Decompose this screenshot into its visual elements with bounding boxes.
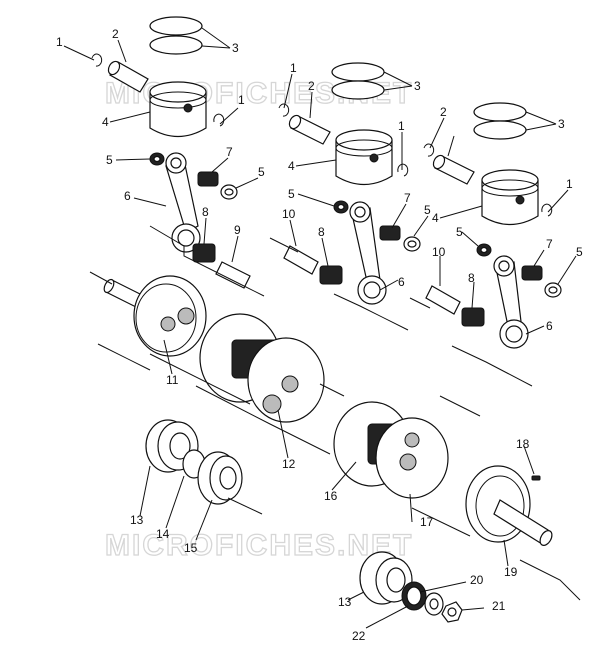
bearing-set-lower-right <box>359 551 463 623</box>
callout-labels: 1 2 3 1 4 1 2 3 1 4 2 3 1 4 5 7 5 6 8 9 … <box>56 27 583 643</box>
callout-10: 10 <box>282 207 296 221</box>
callout-3: 3 <box>414 79 421 93</box>
callout-4: 4 <box>432 211 439 225</box>
callout-6: 6 <box>546 319 553 333</box>
callout-1: 1 <box>290 61 297 75</box>
callout-12: 12 <box>282 457 296 471</box>
callout-2: 2 <box>440 105 447 119</box>
crankshaft-assembly <box>103 275 553 546</box>
piston-assembly-middle <box>278 62 421 305</box>
piston-assembly-right <box>423 102 562 349</box>
callout-8: 8 <box>202 205 209 219</box>
callout-10: 10 <box>432 245 446 259</box>
callout-16: 16 <box>324 489 338 503</box>
callout-2: 2 <box>112 27 119 41</box>
callout-7: 7 <box>226 145 233 159</box>
callout-17: 17 <box>420 515 434 529</box>
callout-6: 6 <box>398 275 405 289</box>
callout-1: 1 <box>56 35 63 49</box>
callout-13: 13 <box>130 513 144 527</box>
callout-21: 21 <box>492 599 506 613</box>
callout-13: 13 <box>338 595 352 609</box>
callout-3: 3 <box>232 41 239 55</box>
callout-1: 1 <box>398 119 405 133</box>
callout-9: 9 <box>234 223 241 237</box>
bearing-set-lower-left <box>145 419 243 505</box>
callout-5: 5 <box>258 165 265 179</box>
callout-22: 22 <box>352 629 366 643</box>
callout-1: 1 <box>566 177 573 191</box>
callout-20: 20 <box>470 573 484 587</box>
callout-5: 5 <box>106 153 113 167</box>
callout-4: 4 <box>288 159 295 173</box>
callout-5: 5 <box>288 187 295 201</box>
leader-lines <box>63 27 577 629</box>
callout-5: 5 <box>456 225 463 239</box>
callout-8: 8 <box>468 271 475 285</box>
alignment-lines <box>89 225 581 601</box>
callout-1: 1 <box>238 93 245 107</box>
callout-4: 4 <box>102 115 109 129</box>
callout-15: 15 <box>184 541 198 555</box>
callout-5: 5 <box>576 245 583 259</box>
callout-6: 6 <box>124 189 131 203</box>
callout-7: 7 <box>546 237 553 251</box>
callout-2: 2 <box>308 79 315 93</box>
watermark-bottom: MICROFICHES.NET <box>105 529 413 562</box>
callout-18: 18 <box>516 437 530 451</box>
callout-14: 14 <box>156 527 170 541</box>
piston-assembly-left <box>91 16 251 289</box>
callout-19: 19 <box>504 565 518 579</box>
callout-8: 8 <box>318 225 325 239</box>
callout-7: 7 <box>404 191 411 205</box>
callout-3: 3 <box>558 117 565 131</box>
callout-11: 11 <box>166 373 179 387</box>
callout-5: 5 <box>424 203 431 217</box>
